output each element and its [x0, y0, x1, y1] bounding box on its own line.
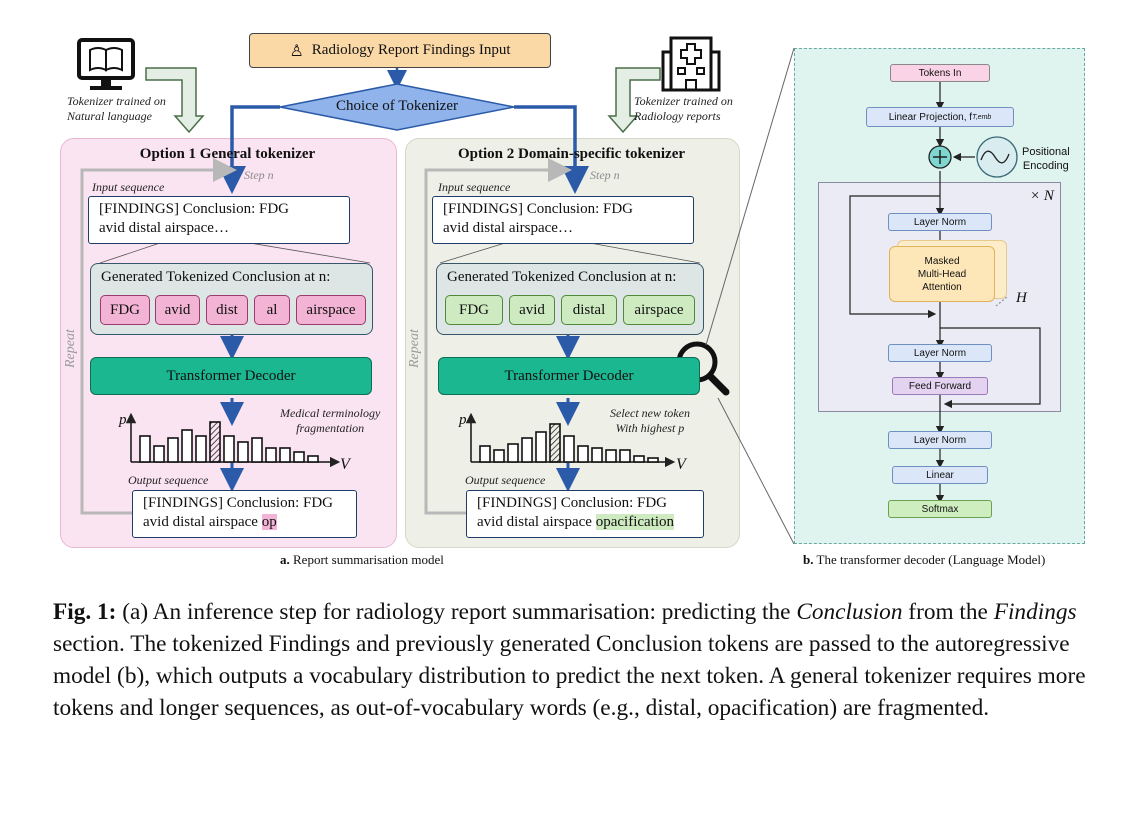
doctor-icon: ♙: [289, 42, 304, 60]
layer-norm-1: Layer Norm: [888, 213, 992, 231]
option1-generated-box: Generated Tokenized Conclusion at n: FDG…: [90, 263, 373, 335]
times-n-label: × N: [1030, 188, 1054, 204]
option1-transformer-decoder: Transformer Decoder: [90, 357, 372, 395]
option2-token: FDG: [445, 295, 503, 325]
label-b: b. The transformer decoder (Language Mod…: [803, 552, 1046, 567]
option2-output-sequence: [FINDINGS] Conclusion: FDG avid distal a…: [466, 490, 704, 538]
option2-step: Step n: [590, 168, 620, 182]
option1-repeat-label: Repeat: [63, 329, 78, 368]
choice-diamond: [279, 83, 515, 131]
figure-caption: Fig. 1: (a) An inference step for radiol…: [53, 599, 1086, 721]
option1-token: airspace: [296, 295, 366, 325]
option2-token: distal: [561, 295, 617, 325]
feed-forward-box: Feed Forward: [892, 377, 988, 395]
option2-p-label: p: [459, 412, 467, 428]
monitor-book-icon: [77, 38, 135, 90]
sine-wave-icon: [976, 136, 1018, 178]
option2-token: airspace: [623, 295, 695, 325]
option1-p-label: p: [119, 412, 127, 428]
option2-output-label: Output sequence: [465, 473, 546, 487]
probability-histogram-1: [125, 412, 341, 468]
option1-input-label: Input sequence: [92, 180, 165, 194]
option1-token: FDG: [100, 295, 150, 325]
option1-output-label: Output sequence: [128, 473, 209, 487]
option1-new-token: op: [261, 514, 277, 530]
findings-input-label: Radiology Report Findings Input: [311, 42, 511, 58]
option1-token: al: [254, 295, 290, 325]
layer-norm-3: Layer Norm: [888, 431, 992, 449]
option1-title: Option 1 General tokenizer: [139, 146, 316, 162]
label-a: a. Report summarisation model: [280, 552, 444, 567]
option2-gen-title: Generated Tokenized Conclusion at n:: [447, 269, 677, 285]
option2-repeat-label: Repeat: [407, 329, 422, 368]
option1-v-label: V: [340, 456, 350, 473]
linear-box: Linear: [892, 466, 988, 484]
option1-token: avid: [155, 295, 200, 325]
hospital-icon: [661, 36, 721, 92]
option1-step: Step n: [244, 168, 274, 182]
option2-new-token: opacification: [595, 514, 675, 530]
heads-label: H: [1016, 290, 1027, 306]
option2-input-label: Input sequence: [438, 180, 511, 194]
option1-token: dist: [206, 295, 248, 325]
add-circle-icon: [928, 145, 952, 169]
choice-label: Choice of Tokenizer: [336, 98, 458, 114]
option2-title: Option 2 Domain-specific tokenizer: [457, 146, 686, 162]
option2-v-label: V: [676, 456, 686, 473]
option2-transformer-decoder: Transformer Decoder: [438, 357, 700, 395]
option1-output-sequence: [FINDINGS] Conclusion: FDG avid distal a…: [132, 490, 357, 538]
softmax-box: Softmax: [888, 500, 992, 518]
layer-norm-2: Layer Norm: [888, 344, 992, 362]
option2-token: avid: [509, 295, 555, 325]
tokens-in-box: Tokens In: [890, 64, 990, 82]
probability-histogram-2: [465, 412, 676, 468]
option2-generated-box: Generated Tokenized Conclusion at n: FDG…: [436, 263, 704, 335]
option1-gen-title: Generated Tokenized Conclusion at n:: [101, 269, 331, 285]
findings-input-box: ♙ Radiology Report Findings Input: [249, 33, 551, 68]
